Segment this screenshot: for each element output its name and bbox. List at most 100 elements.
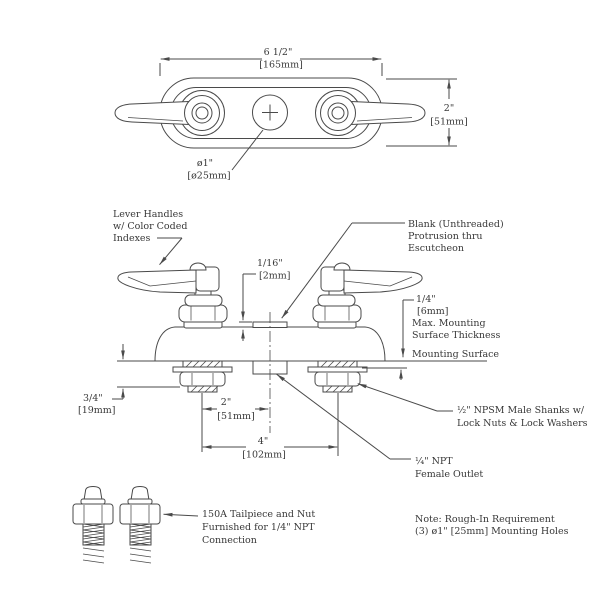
- tailpiece-nut: [72, 503, 114, 525]
- lock-nut: [179, 371, 226, 387]
- hole-circle: [252, 94, 288, 131]
- lever-handle-blade: [117, 269, 197, 294]
- label-line: Connection: [202, 535, 257, 546]
- bonnet-ring: [327, 102, 349, 124]
- handle-hub: [184, 95, 220, 131]
- label-line: Lever Handles: [113, 209, 183, 220]
- handle-button: [333, 262, 351, 271]
- label-line: w/ Color Coded: [113, 221, 187, 232]
- dim-depth-in: 2": [444, 103, 454, 114]
- dim-in: 2": [221, 397, 231, 408]
- thread-hatch: [325, 385, 354, 393]
- left-valve-top: [114, 90, 225, 136]
- cap-flange: [127, 498, 153, 505]
- bonnet-ring: [317, 294, 356, 307]
- lock-nut: [314, 371, 361, 387]
- mounting-surface-label: Mounting Surface: [412, 349, 499, 360]
- left-handle-front: [117, 262, 228, 329]
- thread-hatch: [82, 523, 105, 564]
- bonnet-ring: [191, 102, 213, 124]
- blank-protrusion-callout: Blank (Unthreaded) Protrusion thru Escut…: [281, 219, 504, 319]
- right-handle-front: [312, 262, 423, 329]
- right-shank: [307, 360, 368, 393]
- dim-width-mm: [165mm]: [259, 60, 303, 71]
- dim-in: 4": [258, 436, 268, 447]
- dim-depth-mm: [51mm]: [430, 117, 468, 128]
- front-view: Lever Handles w/ Color Coded Indexes Bla…: [78, 209, 588, 480]
- outlet-callout: ¼" NPT Female Outlet: [276, 373, 483, 480]
- handle-hub: [320, 95, 356, 131]
- rough-in-note: Note: Rough-In Requirement (3) ø1" [25mm…: [415, 514, 569, 537]
- tailpiece-detail: 150A Tailpiece and Nut Furnished for 1/4…: [72, 485, 315, 564]
- dim-hole: ø1" [ø25mm]: [187, 129, 264, 182]
- label-line: Escutcheon: [408, 243, 464, 254]
- note-line: (3) ø1" [25mm] Mounting Holes: [415, 526, 569, 537]
- handle-hub: [195, 266, 220, 292]
- lock-washer: [172, 366, 233, 373]
- label-line: ¼" NPT: [415, 456, 453, 467]
- label-line: Protrusion thru: [408, 231, 483, 242]
- dim-shank-exposed: 3/4" [19mm]: [78, 344, 180, 416]
- dim-width-in: 6 1/2": [264, 47, 293, 58]
- lever-handle-blade: [114, 100, 190, 126]
- mounting-surface-group: Mounting Surface 1/4" [6mm] Max. Mountin…: [117, 294, 500, 380]
- label-line: 150A Tailpiece and Nut: [202, 509, 315, 520]
- leader-arrow: [159, 237, 183, 266]
- leader-arrow: [276, 373, 391, 460]
- shank-thread-lower: [187, 385, 218, 393]
- thread-hatch: [190, 385, 219, 393]
- note-line: Note: Rough-In Requirement: [415, 514, 555, 525]
- thread-hatch: [129, 523, 152, 564]
- label-line: Furnished for 1/4" NPT: [202, 522, 315, 533]
- bonnet-hex-nut: [178, 304, 228, 323]
- lever-handle-blade: [343, 269, 423, 294]
- stem-circle: [331, 106, 345, 120]
- center-hole: [252, 94, 288, 131]
- tailpiece-cap: [130, 485, 150, 501]
- label-line: Indexes: [113, 233, 151, 244]
- tailpiece-left: [72, 485, 114, 564]
- right-valve-top: [315, 90, 426, 136]
- handle-hub: [320, 266, 345, 292]
- blade-detail-line: [356, 117, 413, 122]
- dim-in: 1/4": [416, 294, 436, 305]
- bonnet-hex-nut: [312, 304, 362, 323]
- dim-mm: [6mm]: [417, 306, 448, 317]
- dim-mm: [19mm]: [78, 405, 116, 416]
- dim-mm: [2mm]: [259, 271, 290, 282]
- tailpiece-right: [119, 485, 161, 564]
- dim-in: 3/4": [83, 393, 103, 404]
- faucet-body: [154, 326, 386, 362]
- handle-button: [189, 262, 207, 271]
- leader-arrow: [281, 222, 353, 319]
- tailpiece-cap: [83, 485, 103, 501]
- label-line: Max. Mounting: [412, 318, 486, 329]
- dim-depth: 2" [51mm]: [386, 78, 468, 147]
- dim-hole-in: ø1": [197, 158, 213, 169]
- blade-detail-line: [343, 276, 413, 287]
- tailpiece-nut: [119, 503, 161, 525]
- dim-width: 6 1/2" [165mm]: [159, 47, 383, 76]
- cap-flange: [80, 498, 106, 505]
- left-shank: [172, 360, 233, 393]
- lever-handle-blade: [350, 100, 426, 126]
- shank-thread-lower: [322, 385, 353, 393]
- top-view: 6 1/2" [165mm]: [114, 47, 468, 182]
- shanks-callout: ½" NPSM Male Shanks w/ Lock Nuts & Lock …: [357, 383, 588, 429]
- bonnet-ring: [184, 294, 223, 307]
- leader-line: [231, 129, 264, 171]
- stem-circle: [195, 106, 209, 120]
- leader-arrow: [163, 512, 199, 517]
- label-line: Blank (Unthreaded): [408, 219, 504, 230]
- label-line: Female Outlet: [415, 469, 483, 480]
- lock-washer: [307, 366, 368, 373]
- dim-shank-spread: 4" [102mm]: [202, 393, 339, 461]
- dim-hole-mm: [ø25mm]: [187, 171, 230, 182]
- dim-mm: [102mm]: [242, 450, 286, 461]
- thread-hatch: [185, 360, 221, 368]
- label-line: Lock Nuts & Lock Washers: [457, 418, 588, 429]
- tailpiece-callout: 150A Tailpiece and Nut Furnished for 1/4…: [163, 509, 315, 546]
- label-line: ½" NPSM Male Shanks w/: [457, 405, 585, 416]
